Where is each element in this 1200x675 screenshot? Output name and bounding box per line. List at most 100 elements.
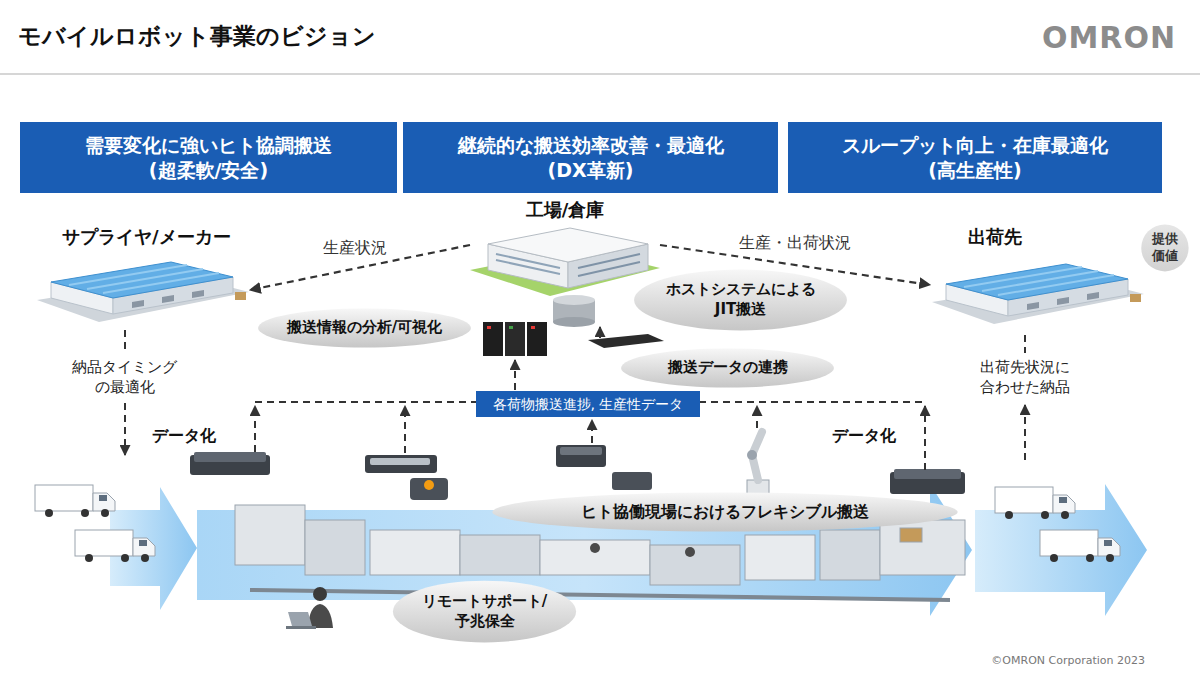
mobile-robot — [424, 480, 434, 490]
mobile-robot — [190, 445, 965, 500]
slide-title: モバイルロボット事業のビジョン — [18, 22, 376, 52]
mobile-robot — [612, 472, 652, 490]
customer-building — [932, 264, 1144, 324]
server-cylinder — [553, 317, 595, 327]
node-text: (DX革新) — [548, 158, 634, 183]
remote-operator — [288, 612, 312, 626]
data-flow-line — [924, 406, 926, 470]
function-ellipse: リモートサポート/ 予兆保全 — [392, 580, 577, 643]
controller — [483, 322, 547, 356]
truck — [995, 487, 1075, 519]
production-line — [745, 535, 815, 580]
ellipse-shape — [492, 492, 957, 531]
node-text: 搬送情報の分析/可視化 — [287, 318, 442, 338]
node-text: 工場/倉庫 — [526, 198, 605, 221]
node-text: 需要変化に強いヒト協調搬送 — [85, 133, 332, 158]
supplier-building — [37, 262, 249, 322]
function-ellipse: 搬送情報の分析/可視化 — [257, 308, 472, 348]
robot-arm — [747, 450, 757, 460]
production-line — [820, 530, 880, 580]
truck — [35, 485, 115, 517]
node-text: 提供価値 — [1152, 231, 1178, 265]
mobile-robot — [194, 452, 266, 462]
node-text: サプライヤ/メーカー — [62, 225, 231, 248]
node-text: (高生産性) — [928, 158, 1021, 183]
data-flow-line — [591, 420, 593, 443]
remote-operator — [313, 587, 327, 601]
node-text: 各荷物搬送進捗, 生産性データ — [493, 395, 684, 413]
production-line — [305, 520, 365, 575]
node-text: 継続的な搬送効率改善・最適化 — [458, 133, 724, 158]
function-ellipse: 搬送データの連携 — [620, 348, 835, 388]
server-cylinder — [553, 295, 595, 327]
controller — [483, 322, 503, 356]
node-text: リモートサポート/ 予兆保全 — [417, 592, 552, 631]
value-badge: 提供価値 — [1141, 224, 1189, 272]
factory-building — [578, 254, 640, 276]
function-ellipse: ホストシステムによる JIT搬送 — [633, 269, 848, 331]
site-node: 出荷先 — [930, 225, 1140, 330]
data-flow-line — [1024, 405, 1026, 460]
controller — [531, 326, 535, 329]
flow-note: データ化 — [152, 426, 216, 447]
production-line — [900, 528, 922, 542]
value-header: 需要変化に強いヒト協調搬送(超柔軟/安全) — [20, 122, 397, 193]
remote-operator — [286, 587, 333, 629]
flow-note: 納品タイミング の最適化 — [69, 358, 180, 397]
node-text: 出荷先 — [968, 225, 1022, 248]
data-flow-line — [756, 406, 758, 428]
data-flow-line — [124, 330, 126, 353]
mobile-robot — [894, 469, 961, 479]
edge-label: 生産・出荷状況 — [736, 233, 854, 254]
mobile-robot — [365, 455, 437, 473]
truck — [1040, 530, 1120, 562]
data-flow-line — [404, 406, 406, 453]
flow-note: 出荷先状況に 合わせた納品 — [977, 358, 1073, 397]
server-cylinder — [553, 295, 595, 305]
production-line — [370, 530, 460, 575]
node-text: ホストシステムによる JIT搬送 — [663, 280, 818, 319]
truck — [75, 530, 155, 562]
node-text: スループット向上・在庫最適化 — [842, 133, 1108, 158]
mobile-robot — [410, 478, 448, 500]
node-text: 搬送データの連携 — [668, 358, 788, 378]
node-text: ヒト協働現場におけるフレキシブル搬送 — [581, 502, 869, 523]
ellipse-shape — [258, 308, 471, 347]
ellipse-shape — [634, 270, 847, 331]
remote-operator — [286, 626, 316, 629]
controller — [505, 322, 525, 356]
remote-operator — [308, 604, 333, 628]
mobile-robot — [556, 445, 606, 467]
production-line — [650, 545, 740, 585]
controller — [509, 326, 513, 329]
production-line — [460, 535, 540, 575]
ellipse-shape — [393, 581, 576, 643]
controller — [487, 326, 491, 329]
production-line — [250, 590, 950, 600]
data-flow-line — [254, 406, 256, 452]
mobile-robot — [370, 458, 430, 465]
data-flow-line — [125, 327, 1025, 470]
node-text: (超柔軟/安全) — [149, 158, 268, 183]
data-flow-line — [599, 327, 601, 338]
factory-building — [496, 254, 560, 274]
mobile-robot — [560, 447, 602, 455]
data-flow-line — [514, 360, 516, 390]
function-ellipse: ヒト協働現場におけるフレキシブル搬送 — [490, 492, 960, 532]
badge-shape — [1141, 225, 1188, 272]
data-tag: 各荷物搬送進捗, 生産性データ — [476, 391, 700, 417]
production-line — [590, 543, 600, 553]
data-flow-line — [124, 403, 126, 455]
value-header: スループット向上・在庫最適化(高生産性) — [788, 122, 1162, 193]
production-line — [235, 505, 305, 565]
title-rule — [0, 73, 1200, 75]
production-line — [685, 547, 695, 557]
controller — [527, 322, 547, 356]
flow-arrow — [975, 484, 1147, 616]
edge-label: 生産状況 — [320, 238, 390, 259]
production-line — [540, 540, 650, 575]
flow-note: データ化 — [832, 426, 896, 447]
